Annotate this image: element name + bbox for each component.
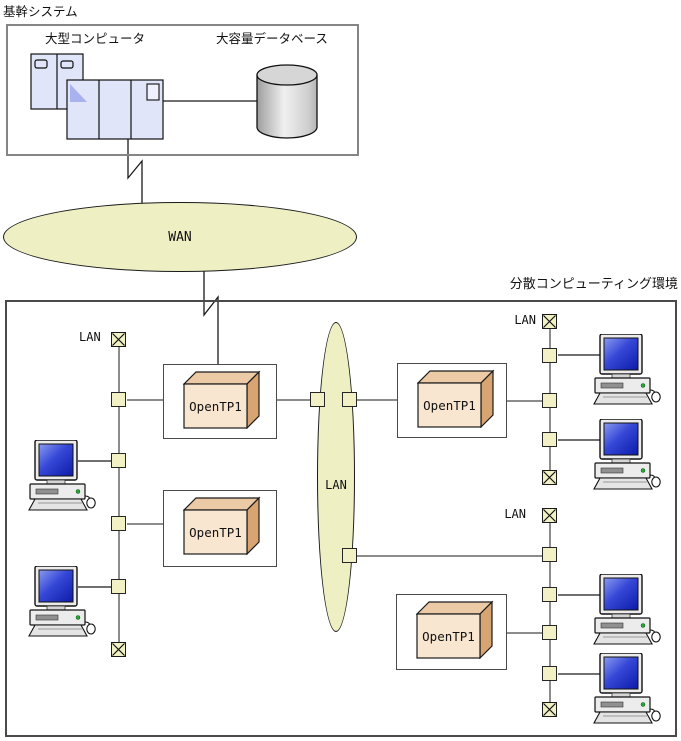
env-frame xyxy=(5,300,677,737)
opentp1-label: OpenTP1 xyxy=(422,628,475,644)
wan-ellipse: WAN xyxy=(3,202,357,272)
workstation-icon xyxy=(27,440,97,512)
lan-terminator-icon xyxy=(111,332,126,347)
backbone-lan-label: LAN xyxy=(325,477,347,492)
lan-tap-icon xyxy=(111,579,126,594)
lan-tap-icon xyxy=(542,666,557,681)
opentp1-label: OpenTP1 xyxy=(189,398,242,414)
lan-tap-icon xyxy=(342,392,357,407)
database-label: 大容量データベース xyxy=(216,32,328,46)
workstation-icon xyxy=(27,566,97,638)
core-system-title: 基幹システム xyxy=(3,5,78,19)
lan-tap-icon xyxy=(111,392,126,407)
wan-uplink-break-line xyxy=(128,139,142,203)
lan-tap-icon xyxy=(542,547,557,562)
lan-tap-icon xyxy=(542,393,557,408)
lan-tap-icon xyxy=(542,348,557,363)
lan-tap-icon xyxy=(310,392,325,407)
mainframe-icon xyxy=(25,50,165,142)
env-title: 分散コンピューティング環境 xyxy=(509,276,678,291)
lan-right-top-label: LAN xyxy=(514,313,536,327)
opentp1-node-2: OpenTP1 xyxy=(163,490,277,567)
lan-tap-icon xyxy=(542,587,557,602)
opentp1-node-3: OpenTP1 xyxy=(397,363,507,438)
lan-terminator-icon xyxy=(542,470,557,485)
opentp1-node-1: OpenTP1 xyxy=(163,364,277,439)
wan-label: WAN xyxy=(168,229,192,245)
opentp1-node-4: OpenTP1 xyxy=(396,594,507,670)
workstation-icon xyxy=(592,653,662,725)
lan-tap-icon xyxy=(542,432,557,447)
wan-downlink-break-line xyxy=(204,271,218,364)
lan-terminator-icon xyxy=(542,508,557,523)
workstation-icon xyxy=(592,334,662,406)
lan-right-bottom-label: LAN xyxy=(504,507,526,521)
core-system-frame xyxy=(6,24,359,156)
lan-terminator-icon xyxy=(542,702,557,717)
lan-tap-icon xyxy=(111,453,126,468)
mainframe-label: 大型コンピュータ xyxy=(45,32,146,46)
lan-tap-icon xyxy=(342,548,357,563)
lan-terminator-icon xyxy=(542,314,557,329)
backbone-lan-ellipse: LAN xyxy=(317,322,355,632)
lan-left-label: LAN xyxy=(79,330,101,344)
lan-tap-icon xyxy=(111,516,126,531)
opentp1-label: OpenTP1 xyxy=(423,397,476,413)
opentp1-label: OpenTP1 xyxy=(189,524,242,540)
workstation-icon xyxy=(592,574,662,646)
database-cylinder-icon xyxy=(252,61,322,139)
lan-tap-icon xyxy=(542,625,557,640)
lan-terminator-icon xyxy=(111,642,126,657)
workstation-icon xyxy=(592,419,662,491)
